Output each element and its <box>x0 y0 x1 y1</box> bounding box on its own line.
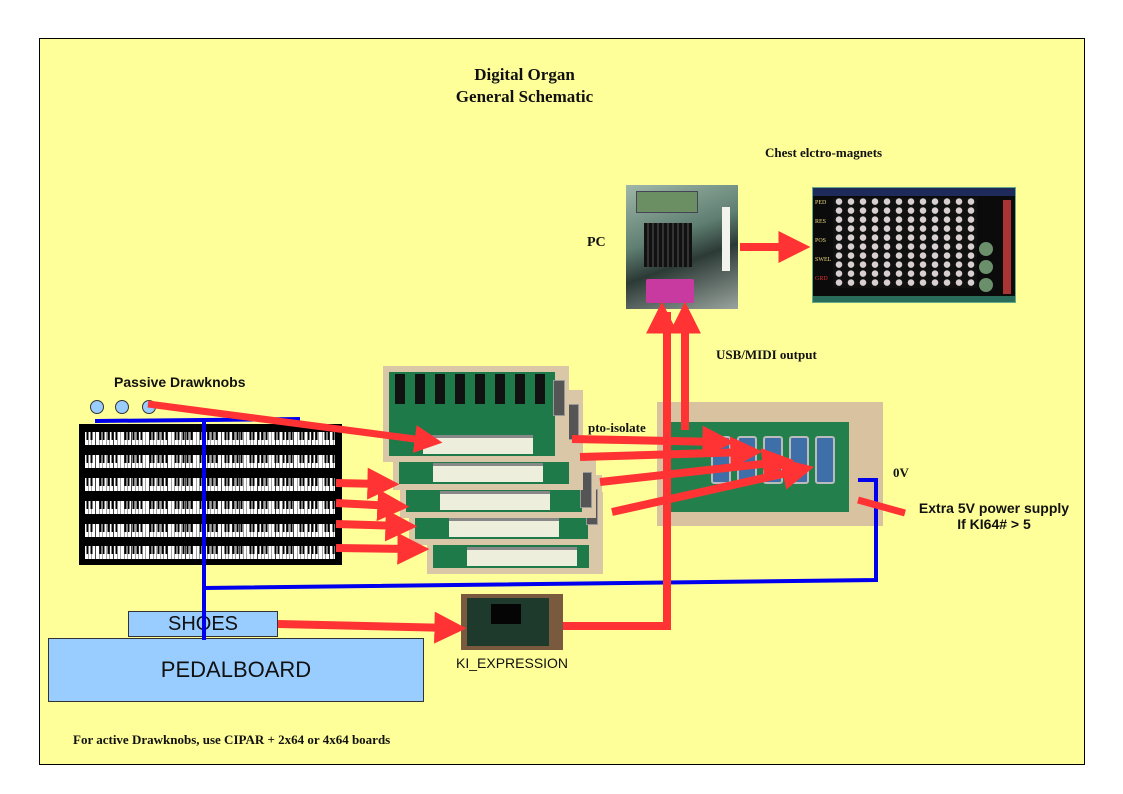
opto-to-midi <box>571 425 735 458</box>
title-line-1: Digital Organ <box>474 65 575 84</box>
screen-row-label: RES <box>815 219 827 225</box>
extra-power-line-2: If KI64# > 5 <box>957 516 1031 532</box>
expression-to-pc <box>563 312 671 630</box>
manual-keyboard <box>85 524 335 537</box>
screen-status-bar <box>813 296 1015 302</box>
screen-toolbar <box>813 188 1015 196</box>
parallel-port <box>646 279 694 303</box>
pedalboard-box: PEDALBOARD <box>48 638 424 702</box>
zero-volt-label: 0V <box>893 465 909 480</box>
extra-power-line-1: Extra 5V power supply <box>918 500 1070 516</box>
extra-power-label: Extra 5V power supply If KI64# > 5 <box>908 500 1080 532</box>
manual-signal <box>335 532 430 565</box>
screen-row-label: PED <box>815 200 827 206</box>
manual-keyboard <box>85 546 335 559</box>
footnote: For active Drawknobs, use CIPAR + 2x64 o… <box>73 732 391 747</box>
opto-to-midi <box>611 458 815 516</box>
ki-expression-label: KI_EXPRESSION <box>456 655 569 671</box>
screen-row-label: SWEL <box>815 257 832 263</box>
screen-side-panel <box>1003 200 1011 294</box>
manual-keyboard <box>85 478 335 491</box>
manual-keyboard <box>85 501 335 514</box>
pci-slot <box>722 207 730 271</box>
drawknob <box>115 400 129 414</box>
usb-midi-label: USB/MIDI output <box>716 347 817 362</box>
power-supply-wire <box>857 496 906 517</box>
opto-isolator-label: pto-isolate <box>588 420 646 435</box>
pc-motherboard-photo <box>626 185 738 309</box>
manual-signal <box>335 509 418 542</box>
ground-wire-bottom <box>203 478 878 590</box>
chest-label: Chest elctro-magnets <box>765 145 883 160</box>
manual-signal <box>335 489 410 522</box>
screen-button <box>979 260 993 274</box>
keyboard-manuals <box>79 424 342 565</box>
drawknob-signal <box>147 400 443 453</box>
screen-button <box>979 242 993 256</box>
stop-tabs-grid <box>833 198 977 288</box>
ki-expression-board <box>461 594 563 650</box>
diagram-title: Digital Organ General Schematic <box>0 64 1123 108</box>
manual-signal <box>335 467 400 500</box>
manual-keyboard <box>85 432 335 445</box>
pedalboard-label: PEDALBOARD <box>160 657 312 682</box>
ram-module <box>636 191 698 213</box>
screen-button <box>979 278 993 292</box>
passive-drawknobs-label: Passive Drawknobs <box>114 374 246 390</box>
heatsink <box>644 223 692 267</box>
title-line-2: General Schematic <box>455 87 594 106</box>
opto-to-midi <box>599 448 795 486</box>
pc-label: PC <box>587 235 606 250</box>
drawknob <box>90 400 104 414</box>
shoes-to-expression <box>277 611 467 644</box>
manual-keyboard <box>85 455 335 468</box>
screen-row-label: GRD <box>815 276 828 282</box>
screen-row-label: POS <box>815 238 827 244</box>
chest-magnets-screen: PED RES POS SWEL GRD <box>812 187 1016 303</box>
